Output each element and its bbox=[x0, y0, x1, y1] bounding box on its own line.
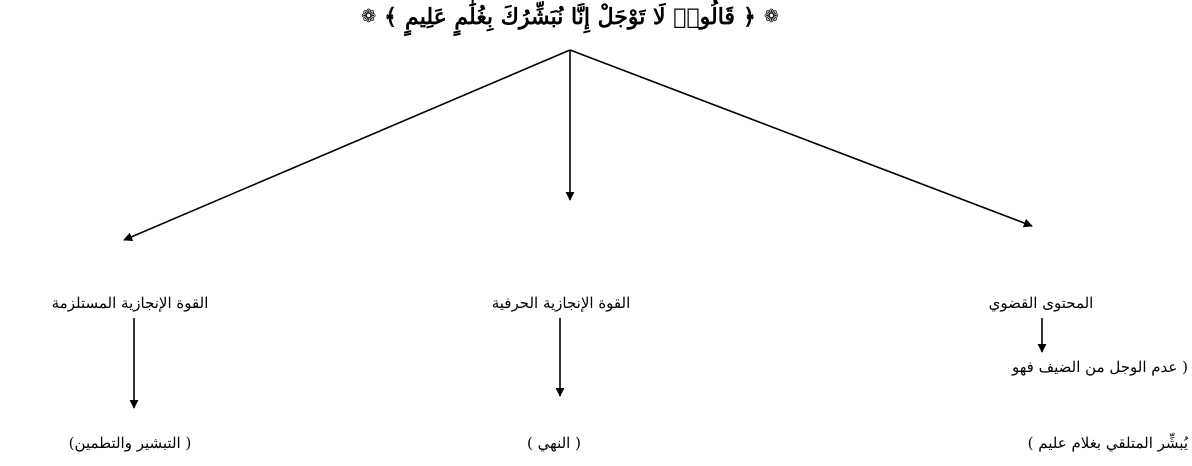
right-branch-result-line2: يُبشِّر المتلقي بغلام عليم ) bbox=[1027, 434, 1188, 452]
arrow-to-right-branch bbox=[569, 49, 1033, 228]
middle-branch-result: ( النهي ) bbox=[527, 434, 581, 452]
verse-text: قَالُوا۟ لَا تَوْجَلْ إِنَّا نُبَشِّرُكَ… bbox=[405, 4, 735, 30]
left-branch-result: ( التبشير والتطمين) bbox=[68, 434, 192, 452]
middle-branch-label: القوة الإنجازية الحرفية bbox=[491, 294, 631, 312]
verse-bracket-close: ﴾ bbox=[384, 4, 398, 30]
right-branch-label: المحتوى القضوي bbox=[988, 294, 1094, 312]
ornament-icon: ❁ bbox=[763, 6, 779, 27]
verse-title: ❁ ﴿ قَالُوا۟ لَا تَوْجَلْ إِنَّا نُبَشِّ… bbox=[361, 6, 779, 28]
ornament-icon: ❁ bbox=[361, 6, 377, 27]
left-branch-label: القوة الإنجازية المستلزمة bbox=[51, 294, 209, 312]
arrow-to-left-branch bbox=[123, 49, 571, 241]
verse-bracket-open: ﴿ bbox=[742, 4, 756, 30]
right-branch-result-line1: ( عدم الوجل من الضيف فهو bbox=[1011, 358, 1188, 376]
